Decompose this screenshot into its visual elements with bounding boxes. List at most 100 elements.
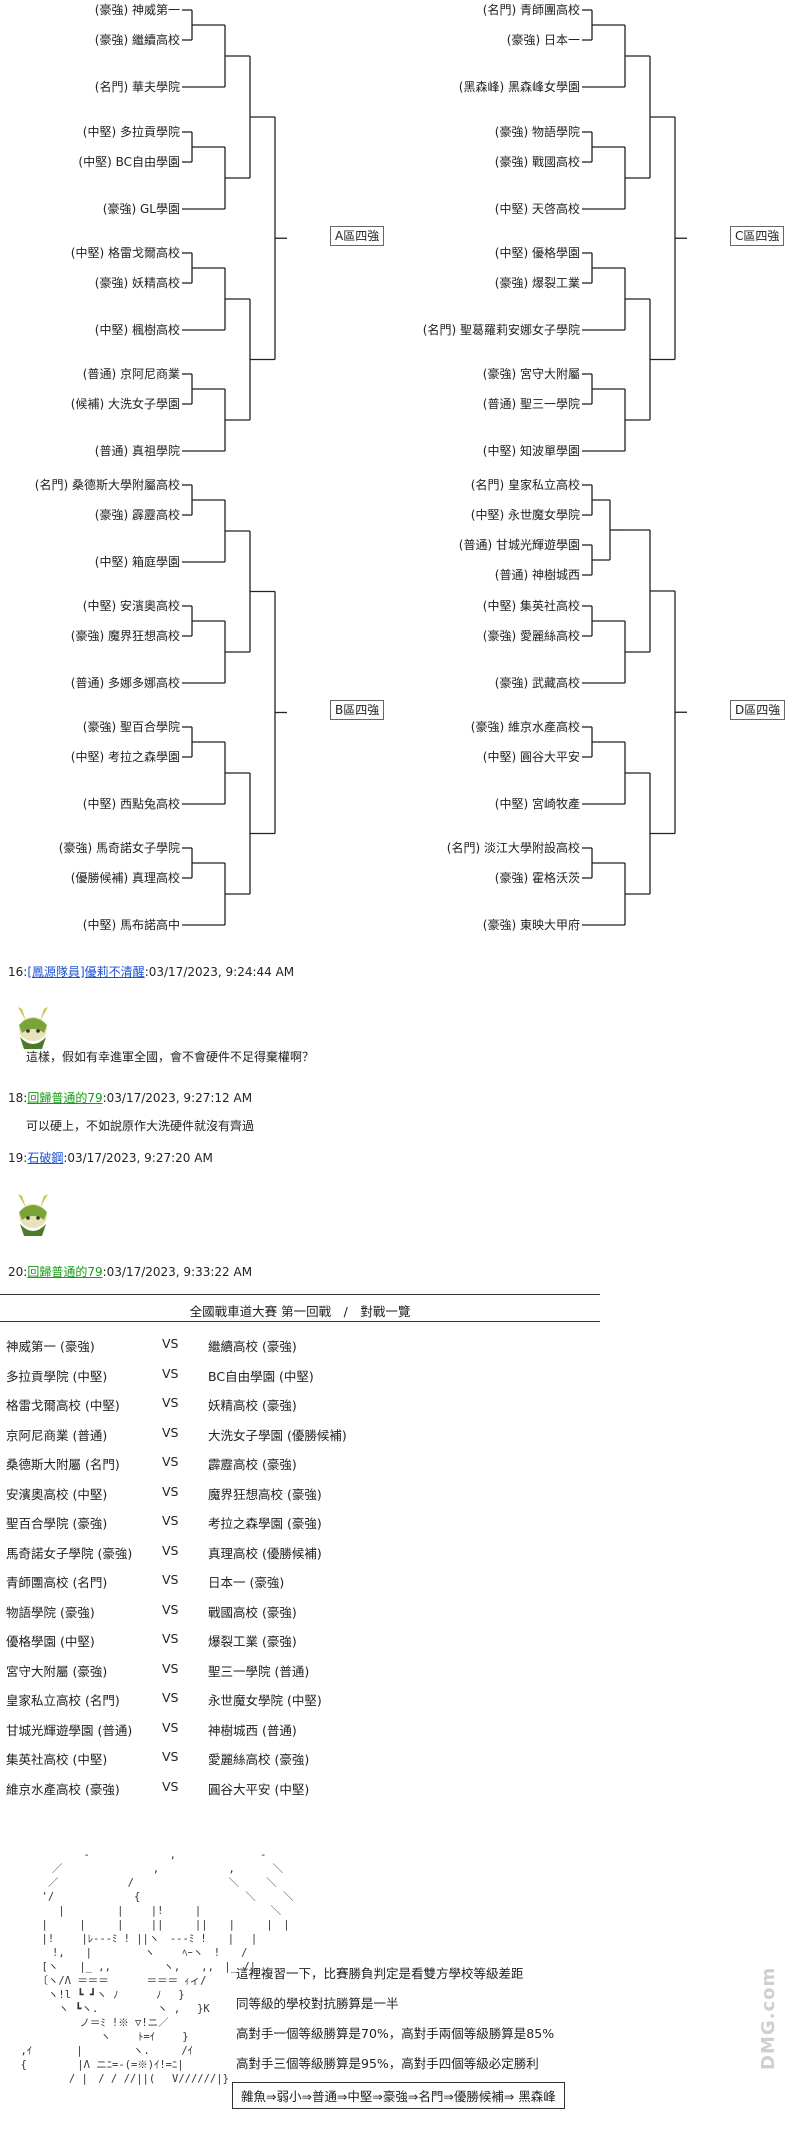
bracket-team: (豪強) 武藏高校 (495, 676, 580, 690)
team-name: 安濱奧高校 (119, 599, 180, 613)
team-name: 繼續高校 (131, 33, 180, 47)
bracket-team: (中堅) 圓谷大平安 (483, 750, 580, 764)
team-name: 聖葛羅莉安娜女子學院 (459, 323, 580, 337)
bracket-team: (豪強) 妖精高校 (95, 276, 180, 290)
bracket-team: (豪強) 東映大甲府 (483, 918, 580, 932)
team-name: 甘城光輝遊學園 (495, 538, 580, 552)
post-number: 19: (8, 1151, 28, 1165)
home-team: 聖百合學院 (豪強) (6, 1516, 108, 1531)
bracket-team: (普通) 甘城光輝遊學園 (459, 538, 580, 552)
post-username-link[interactable]: 回歸普通的79 (27, 1091, 103, 1105)
zone-d-label: D區四強 (730, 700, 786, 720)
post-timestamp: :03/17/2023, 9:33:22 AM (102, 1265, 253, 1279)
team-tier: (黑森峰) (458, 80, 505, 94)
vs-label: VS (162, 1542, 179, 1558)
team-tier: (名門) (94, 80, 129, 94)
bracket-team: (優勝候補) 真理高校 (71, 871, 180, 885)
team-tier: (中堅) (82, 599, 117, 613)
bracket-team: (普通) 真祖學院 (95, 444, 180, 458)
vs-label: VS (162, 1365, 179, 1381)
home-team: 多拉貢學院 (中堅) (6, 1368, 108, 1384)
away-team: 爆裂工業 (豪強) (208, 1634, 297, 1649)
team-name: GL學園 (140, 202, 180, 216)
vs-label: VS (162, 1690, 179, 1705)
team-tier: (中堅) (482, 750, 517, 764)
team-name: 華夫學院 (131, 80, 180, 94)
bracket-team: (豪強) 神威第一 (95, 3, 180, 17)
vs-label: VS (162, 1424, 179, 1440)
team-tier: (名門) (422, 323, 457, 337)
away-team: BC自由學園 (中堅) (208, 1368, 314, 1384)
home-team: 皇家私立高校 (名門) (6, 1693, 120, 1708)
team-name: 楓樹高校 (131, 323, 180, 337)
team-name: 青師團高校 (519, 3, 580, 17)
ascii-art-character: - , - ／ , , ＼ ／ / ＼ ＼ '/ { ＼ ＼ | | |! | … (20, 1849, 294, 2085)
team-name: 格雷戈爾高校 (107, 246, 180, 260)
team-name: 聖百合學院 (119, 720, 180, 734)
team-tier: (豪強) (494, 125, 529, 139)
team-tier: (豪強) (494, 276, 529, 290)
bracket-team: (中堅) 馬布諾高中 (83, 918, 180, 932)
vs-label: VS (162, 1631, 179, 1646)
post-16-header: 16:[鳳源隊員]優莉不清醒:03/17/2023, 9:24:44 AM (8, 963, 294, 980)
team-tier: (中堅) (470, 508, 505, 522)
away-team: 聖三一學院 (普通) (208, 1663, 310, 1679)
team-tier: (普通) (94, 444, 129, 458)
rule-line: 這裡複習一下，比賽勝負判定是看雙方學校等級差距 (236, 1966, 524, 1981)
team-name: 天啓高校 (531, 202, 580, 216)
team-name: 聖三一學院 (519, 397, 580, 411)
vs-label: VS (162, 1749, 179, 1764)
home-team: 神威第一 (豪強) (6, 1339, 95, 1354)
bracket-team: (名門) 桑德斯大學附屬高校 (35, 478, 180, 492)
zone-c-label: C區四強 (730, 226, 785, 246)
vs-label: VS (162, 1601, 179, 1617)
team-name: 馬奇諾女子學院 (95, 841, 180, 855)
team-tier: (豪強) (94, 33, 129, 47)
team-tier: (豪強) (506, 33, 541, 47)
team-name: 霹靂高校 (131, 508, 180, 522)
team-tier: (中堅) (70, 750, 105, 764)
team-tier: (豪強) (494, 676, 529, 690)
home-team: 宮守大附屬 (豪強) (6, 1663, 108, 1679)
team-name: 爆裂工業 (531, 276, 580, 290)
post-number: 16: (8, 965, 28, 979)
post-username-link[interactable]: 回歸普通的79 (27, 1265, 103, 1279)
post-timestamp: :03/17/2023, 9:27:20 AM (63, 1151, 213, 1165)
home-team: 集英社高校 (中堅) (6, 1752, 108, 1767)
divider (0, 1321, 600, 1322)
divider (0, 1294, 600, 1295)
team-tier: (普通) (494, 568, 529, 582)
bracket-team: (中堅) 安濱奧高校 (83, 599, 180, 613)
team-name: 優格學園 (531, 246, 580, 260)
bracket-team: (名門) 青師團高校 (483, 3, 580, 17)
bracket-team: (豪強) 戰國高校 (495, 155, 580, 169)
team-name: 淡江大學附設高校 (483, 841, 580, 855)
team-name: 黑森峰女學園 (507, 80, 580, 94)
team-name: 箱庭學園 (131, 555, 180, 569)
bracket-team: (普通) 多娜多娜高校 (71, 676, 180, 690)
team-name: 知波單學園 (519, 444, 580, 458)
team-tier: (豪強) (470, 720, 505, 734)
bracket-team: (名門) 淡江大學附設高校 (447, 841, 580, 855)
team-tier: (中堅) (94, 555, 129, 569)
team-name: 物語學院 (531, 125, 580, 139)
team-tier: (中堅) (70, 246, 105, 260)
team-name: 永世魔女學院 (507, 508, 580, 522)
bracket-team: (中堅) 考拉之森學園 (71, 750, 180, 764)
bracket-team: (名門) 聖葛羅莉安娜女子學院 (423, 323, 580, 337)
post-timestamp: :03/17/2023, 9:24:44 AM (144, 965, 295, 979)
team-name: 神威第一 (131, 3, 180, 17)
team-tier: (中堅) (482, 599, 517, 613)
vs-label: VS (162, 1513, 179, 1528)
team-tier: (中堅) (482, 444, 517, 458)
post-number: 20: (8, 1265, 28, 1279)
post-username-link[interactable]: [鳳源隊員]優莉不清醒 (27, 965, 145, 979)
team-tier: (豪強) (82, 720, 117, 734)
team-tier: (豪強) (58, 841, 93, 855)
team-name: 戰國高校 (531, 155, 580, 169)
post-username-link[interactable]: 石破鋼 (27, 1151, 64, 1165)
team-name: 大洗女子學園 (107, 397, 180, 411)
bracket-team: (豪強) 霍格沃茨 (495, 871, 580, 885)
home-team: 甘城光輝遊學園 (普通) (6, 1722, 133, 1738)
